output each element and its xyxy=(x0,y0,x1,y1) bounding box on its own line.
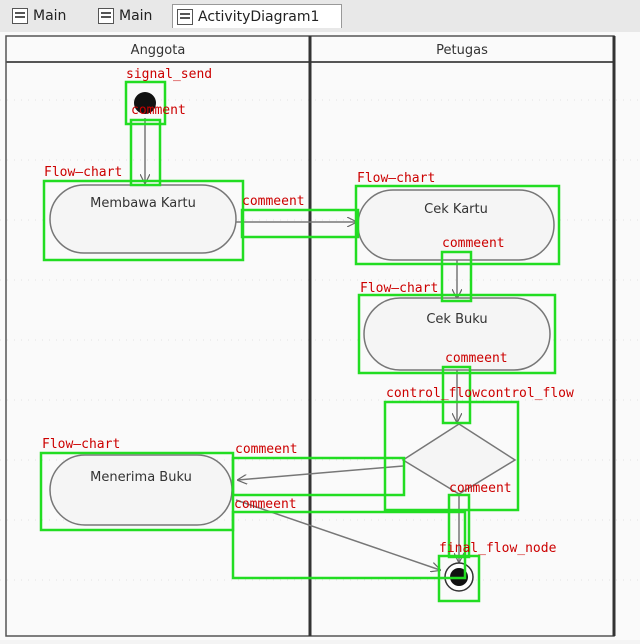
action-cek-buku[interactable] xyxy=(363,297,551,371)
box-comment-3 xyxy=(441,365,472,425)
box-comment-start xyxy=(129,118,162,187)
box-flow-chart-3 xyxy=(357,293,557,375)
box-flow-chart-2 xyxy=(354,184,561,266)
tab-activity-diagram[interactable]: ActivityDiagram1 xyxy=(172,4,342,28)
label-comment-2: commeent xyxy=(442,236,505,251)
box-final-flow-node xyxy=(437,554,481,603)
box-comment-1 xyxy=(240,208,360,239)
label-flow-chart-4: Flow—chart xyxy=(42,437,120,452)
label-control-flow: control_flowcontrol_flow xyxy=(386,386,574,401)
label-flow-chart-3: Flow—chart xyxy=(360,281,438,296)
initial-node[interactable] xyxy=(134,92,156,114)
label-comment-5: commeent xyxy=(449,481,512,496)
label-comment-6: commeent xyxy=(234,497,297,512)
label-comment-4: commeent xyxy=(235,442,298,457)
label-comment-1: commeent xyxy=(242,194,305,209)
annotation-labels: signal_send comment Flow—chart commeent … xyxy=(42,67,574,556)
lane-title-anggota: Anggota xyxy=(131,43,186,58)
label-comment-start: comment xyxy=(131,103,186,118)
swimlanes: Anggota Petugas xyxy=(5,35,616,637)
diagram-icon xyxy=(177,8,193,25)
edge-decision-to-menerima xyxy=(238,465,404,480)
action-menerima-buku[interactable] xyxy=(49,454,233,526)
lane-title-petugas: Petugas xyxy=(436,43,488,58)
box-comment-4 xyxy=(231,456,406,497)
label-flow-chart-1: Flow—chart xyxy=(44,165,122,180)
label-final-flow-node: final_flow_node xyxy=(439,541,557,556)
action-label: Cek Kartu xyxy=(424,202,488,217)
action-label: Membawa Kartu xyxy=(90,196,196,211)
action-label: Cek Buku xyxy=(426,312,487,327)
tab-label: Main xyxy=(119,8,153,24)
annotation-boxes xyxy=(39,80,561,603)
label-flow-chart-2: Flow—chart xyxy=(357,171,435,186)
nodes: Membawa Kartu Cek Kartu Cek Buku Menerim… xyxy=(49,92,555,592)
diagram-icon xyxy=(12,8,28,24)
box-control-flow xyxy=(383,400,520,512)
diagram-canvas: Anggota Petugas Membawa Kartu Cek Kartu … xyxy=(0,32,640,640)
action-label: Menerima Buku xyxy=(90,470,192,485)
box-comment-6 xyxy=(231,510,467,580)
box-comment-2 xyxy=(440,250,473,303)
box-signal-send xyxy=(124,80,167,126)
tab-label: Main xyxy=(33,8,67,24)
tab-main-2[interactable]: Main xyxy=(94,4,156,28)
diagram-icon xyxy=(98,8,114,24)
tab-main-1[interactable]: Main xyxy=(8,4,70,28)
activity-diagram: Anggota Petugas Membawa Kartu Cek Kartu … xyxy=(0,35,640,637)
label-comment-3: commeent xyxy=(445,351,508,366)
tab-label: ActivityDiagram1 xyxy=(198,8,320,25)
label-signal-send: signal_send xyxy=(126,67,212,82)
tab-bar: Main Main ActivityDiagram1 xyxy=(0,0,640,33)
